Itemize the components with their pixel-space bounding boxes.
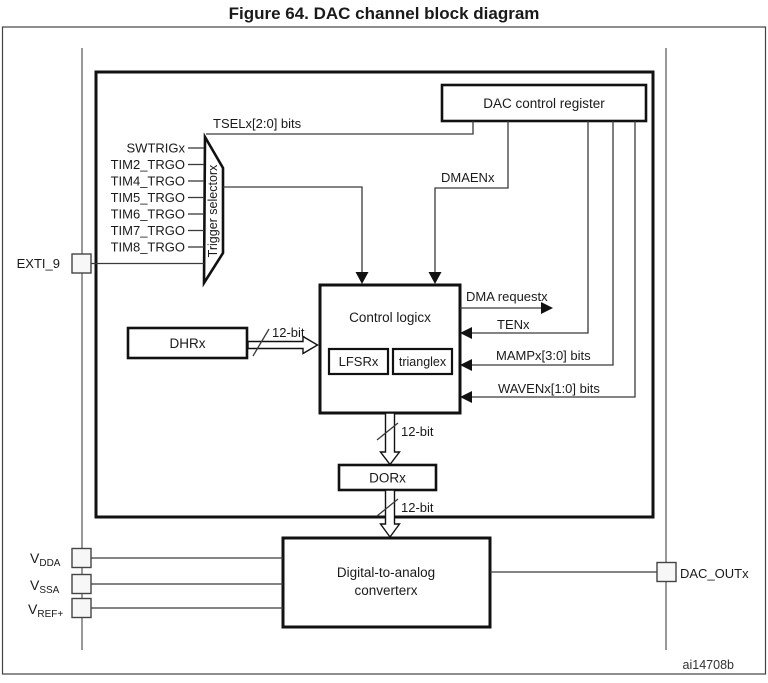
dor-to-converter-bus-slash <box>376 498 399 517</box>
mamp-arrowhead <box>460 359 472 371</box>
trigger-selector-label: Trigger selectorx <box>206 164 220 257</box>
triangle-label: trianglex <box>399 355 447 369</box>
dhr-bus-width-label: 12-bit <box>272 325 305 340</box>
control-to-dor-bus-width-label: 12-bit <box>401 424 434 439</box>
dac-converter: Digital-to-analog converterx <box>281 536 492 629</box>
trigger-input-tim7: TIM7_TRGO <box>111 223 185 238</box>
figure-code: ai14708b <box>683 658 734 672</box>
dma-request-arrowhead <box>541 302 553 314</box>
trigger-output-line <box>223 186 363 273</box>
dhr-label: DHRx <box>170 336 206 351</box>
dac-out-pad <box>656 561 677 583</box>
dhr-register: DHRx 12-bit <box>126 325 319 360</box>
dor-register: DORx <box>337 463 438 492</box>
ten-label: TENx <box>497 317 530 332</box>
ten-arrowhead <box>460 327 472 339</box>
vref-label: VREF+ <box>28 601 63 620</box>
mamp-line <box>472 121 614 366</box>
trigger-output-arrowhead <box>355 272 369 284</box>
dor-to-converter-bus-width-label: 12-bit <box>401 500 434 515</box>
dac-out-pin: DAC_OUTx <box>490 561 749 583</box>
dor-label: DORx <box>369 471 406 486</box>
lfsr-label: LFSRx <box>339 354 379 369</box>
control-logic: Control logicx LFSRx trianglex <box>318 283 462 415</box>
trigger-input-tim5: TIM5_TRGO <box>111 190 185 205</box>
dor-to-converter-bus: 12-bit <box>376 489 434 539</box>
control-to-dor-bus: 12-bit <box>376 412 434 466</box>
dac-channel-block-box <box>94 70 655 519</box>
dhr-bus-slash <box>252 328 270 357</box>
control-signals: DMA requestx TENx MAMPx[3:0] bits WAVENx… <box>460 121 636 403</box>
control-logic-label: Control logicx <box>349 310 431 325</box>
waven-arrowhead <box>460 391 472 403</box>
figure-border <box>1 26 767 675</box>
exti9-label: EXTI_9 <box>17 256 60 271</box>
waven-line <box>472 121 636 398</box>
waven-label: WAVENx[1:0] bits <box>498 381 600 396</box>
exti9-pad <box>71 253 92 274</box>
vdda-pad <box>71 547 92 569</box>
vssa-label: VSSA <box>30 577 60 596</box>
dac-control-register: DAC control register <box>440 83 648 123</box>
dhr-box <box>126 326 249 360</box>
tsel-label: TSELx[2:0] bits <box>213 116 302 131</box>
dac-control-register-label: DAC control register <box>483 96 605 111</box>
converter-label-line2: converterx <box>354 583 417 598</box>
control-to-dor-bus-arrow <box>379 412 401 466</box>
ten-line <box>472 121 589 334</box>
triangle-box <box>391 347 454 376</box>
dor-box <box>337 463 438 492</box>
control-to-dor-bus-slash <box>376 422 399 441</box>
lfsr-box <box>327 347 390 376</box>
dac-out-label: DAC_OUTx <box>680 566 749 581</box>
trigger-input-tim6: TIM6_TRGO <box>111 207 185 222</box>
dor-to-converter-bus-arrow <box>379 489 401 539</box>
dmaen-line <box>434 121 509 273</box>
trigger-input-tim4: TIM4_TRGO <box>111 174 185 189</box>
trigger-input-swtrig: SWTRIGx <box>127 141 186 156</box>
trigger-selector: Trigger selectorx SWTRIGx TIM2_TRGO TIM4… <box>111 132 225 288</box>
vref-pad <box>71 597 92 619</box>
vdda-label: VDDA <box>30 550 61 569</box>
vssa-pad <box>71 573 92 595</box>
dmaen-label: DMAENx <box>441 170 495 185</box>
trigger-input-tim8: TIM8_TRGO <box>111 240 185 255</box>
converter-box <box>281 536 492 629</box>
exti9-pin: EXTI_9 <box>17 253 204 274</box>
mamp-label: MAMPx[3:0] bits <box>496 348 591 363</box>
dma-request-label: DMA requestx <box>466 289 548 304</box>
dmaen-arrowhead <box>428 272 442 284</box>
tsel-line <box>206 121 474 135</box>
trigger-input-tim2: TIM2_TRGO <box>111 157 185 172</box>
dac-control-register-box <box>440 83 648 123</box>
trigger-selector-shape <box>202 132 225 288</box>
supply-pins: VDDA VSSA VREF+ <box>28 547 283 620</box>
converter-label-line1: Digital-to-analog <box>337 565 435 580</box>
figure-title: Figure 64. DAC channel block diagram <box>229 4 540 23</box>
